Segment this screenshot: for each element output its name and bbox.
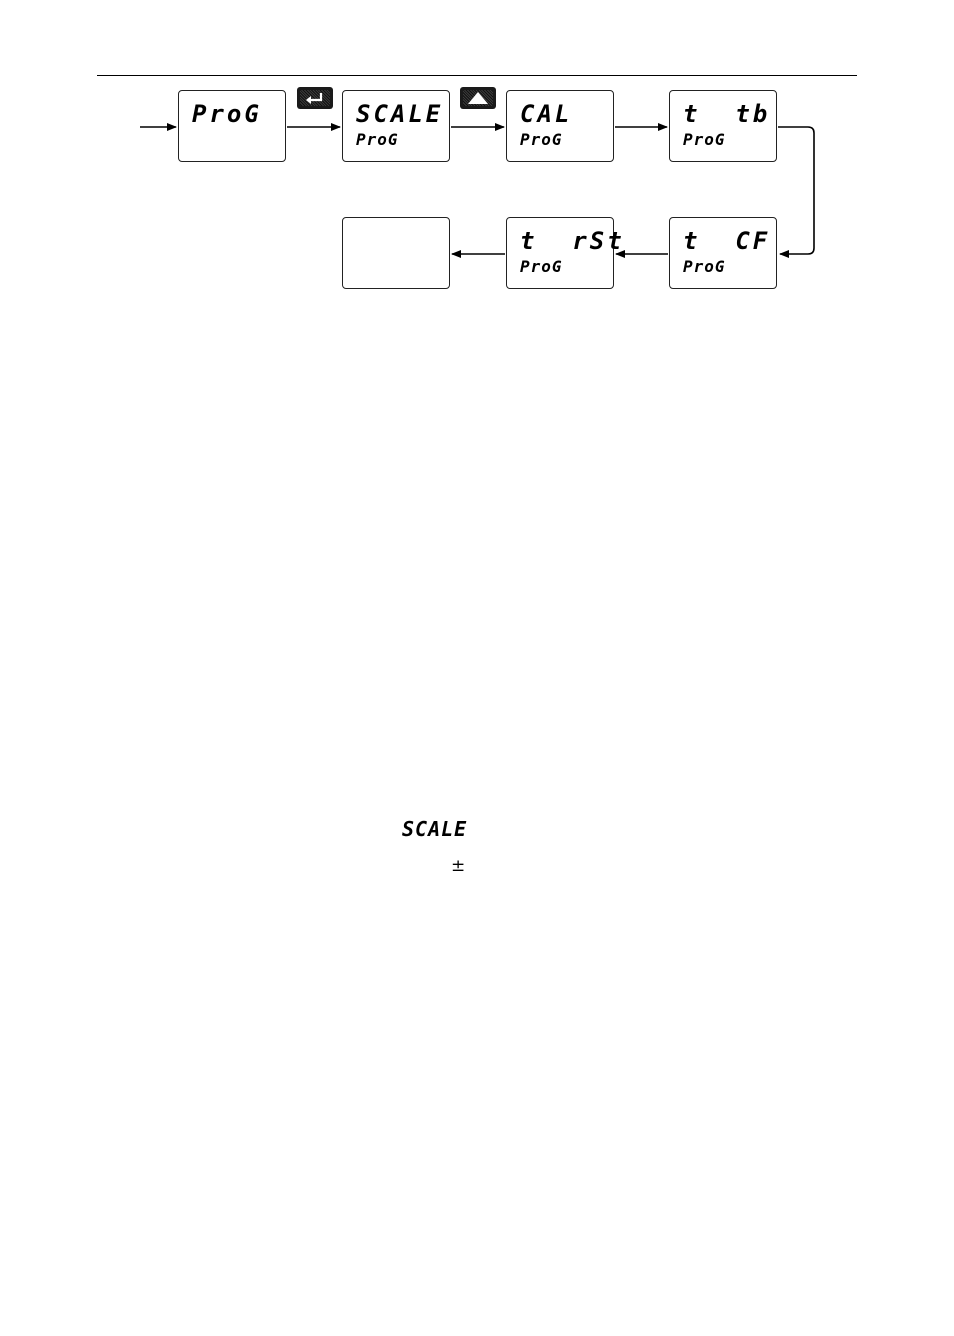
enter-icon	[306, 93, 323, 104]
plus-minus-symbol: ±	[451, 856, 466, 876]
display-scale: SCALE ProG	[342, 90, 450, 162]
enter-button-face	[300, 90, 330, 106]
display-cal: CAL ProG	[506, 90, 614, 162]
display-main-text: t rSt	[520, 227, 625, 255]
display-sub-text: ProG	[520, 130, 563, 149]
header-rule	[97, 75, 857, 76]
display-prog: ProG	[178, 90, 286, 162]
display-t-rst: t rSt ProG	[506, 217, 622, 289]
display-sub-text: ProG	[520, 257, 563, 276]
display-main-text: ProG	[192, 100, 262, 128]
enter-button	[297, 87, 333, 109]
display-main-text: t CF	[683, 227, 771, 255]
display-sub-text: ProG	[356, 130, 399, 149]
arrow-ttb-to-tcf	[778, 126, 815, 258]
display-sub-text: ProG	[683, 130, 726, 149]
display-sub-text: ProG	[683, 257, 726, 276]
up-button	[460, 87, 496, 109]
display-main-text: t tb	[683, 100, 771, 128]
display-blank	[342, 217, 450, 289]
display-t-cf: t CF ProG	[669, 217, 777, 289]
display-main-text: CAL	[520, 100, 573, 128]
scale-display-text: SCALE	[402, 817, 468, 841]
up-arrow-icon	[468, 92, 488, 104]
display-main-text: SCALE	[356, 100, 444, 128]
display-t-tb: t tb ProG	[669, 90, 777, 162]
